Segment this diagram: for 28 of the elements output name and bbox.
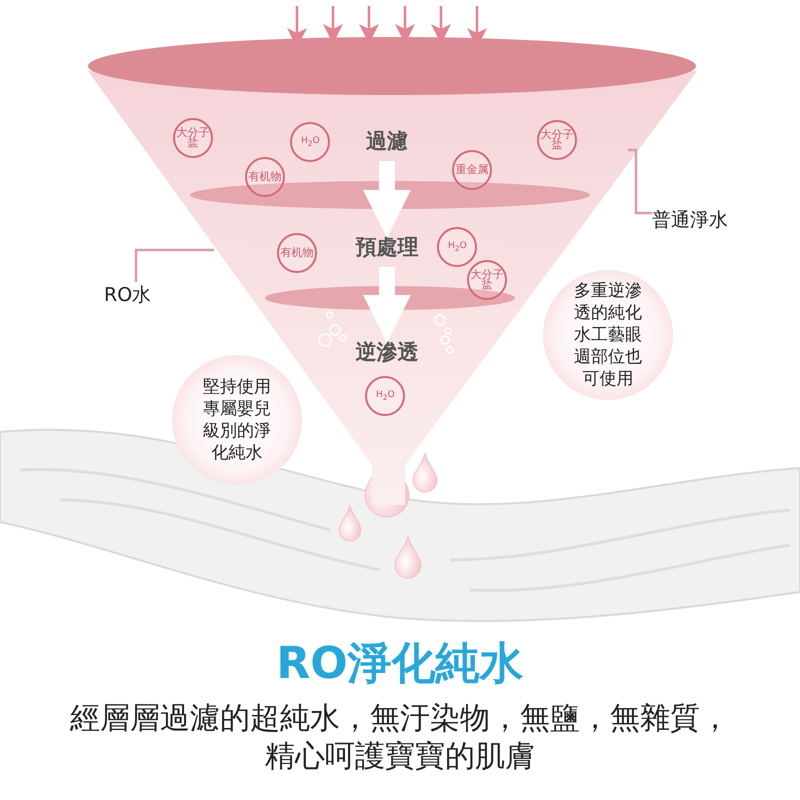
caption: 經層層過濾的超純水，無汙染物，無鹽，無雜質，精心呵護寶寶的肌膚 bbox=[69, 700, 731, 776]
callout-label: RO水 bbox=[104, 282, 168, 310]
block-arrow bbox=[363, 267, 411, 343]
stage-label: 預處理 bbox=[337, 233, 437, 265]
inflow-arrow bbox=[467, 6, 487, 48]
molecule-circle: 重金属 bbox=[452, 150, 492, 190]
leader-line bbox=[134, 248, 214, 282]
molecule-circle: H$_{2}$O bbox=[365, 376, 405, 416]
molecule-circle: 有机物 bbox=[277, 233, 317, 273]
molecule-circle: 大分子盐 bbox=[537, 120, 577, 160]
inflow-arrow bbox=[431, 6, 451, 44]
callout-label: 普通淨水 bbox=[652, 207, 752, 237]
molecule-circle: 大分子盐 bbox=[467, 260, 507, 300]
stage-label: 逆滲透 bbox=[337, 338, 437, 370]
molecule-circle: H$_{2}$O bbox=[290, 122, 330, 162]
leader-line bbox=[628, 148, 652, 214]
text-bubble: 堅持使用專屬嬰兒級別的淨化純水 bbox=[172, 355, 302, 485]
inflow-arrow bbox=[395, 6, 415, 44]
inflow-arrow bbox=[359, 6, 379, 44]
block-arrow bbox=[363, 161, 411, 238]
title: RO淨化純水 bbox=[275, 638, 525, 690]
text-bubble: 多重逆滲透的純化水工藝眼週部位也可使用 bbox=[543, 270, 673, 400]
molecule-circle: 有机物 bbox=[245, 157, 285, 197]
molecule-circle: H$_{2}$O bbox=[437, 227, 477, 267]
molecule-circle: 大分子盐 bbox=[173, 118, 213, 158]
stage-label: 過濾 bbox=[347, 127, 427, 159]
inflow-arrow bbox=[287, 6, 307, 48]
inflow-arrow bbox=[323, 6, 343, 44]
